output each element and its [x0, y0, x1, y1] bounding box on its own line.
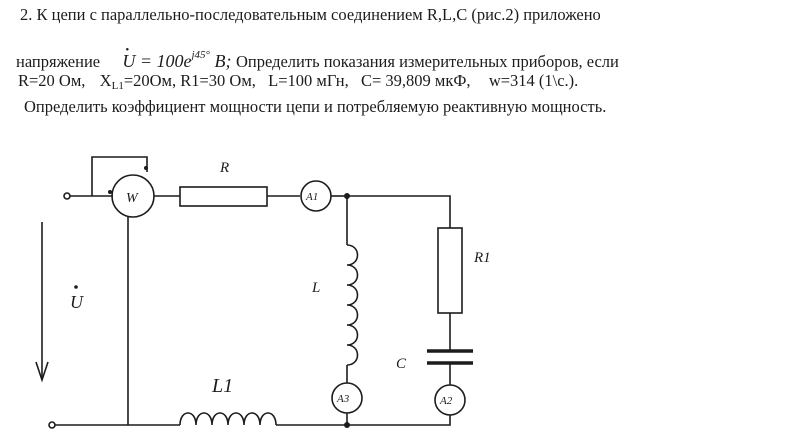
voltage-magnitude: = 100e	[135, 51, 192, 71]
ammeter-a3-label: A3	[336, 393, 350, 405]
given-c: C= 39,809 мкФ,	[361, 71, 471, 90]
given-w: w=314 (1\с.).	[488, 71, 579, 90]
voltage-symbol: U	[122, 39, 135, 72]
wire-a2-to-bottom	[347, 415, 451, 426]
voltage-arrow-dot	[74, 285, 78, 289]
resistor-r-label: R	[219, 160, 229, 176]
task-instruction: Определить показания измерительных прибо…	[235, 52, 619, 71]
problem-line-4: Определить коэффициент мощности цепи и п…	[24, 97, 607, 116]
wattmeter-voltage-loop	[91, 156, 148, 196]
given-xl1-symbol: X	[99, 71, 112, 90]
resistor-r	[179, 186, 268, 207]
capacitor-c-label: C	[396, 356, 407, 372]
inductor-l-label: L	[311, 280, 320, 296]
given-l: L=100 мГн,	[268, 71, 349, 90]
resistor-r1	[437, 227, 463, 314]
voltage-unit: B;	[209, 51, 232, 71]
given-xl1-subscript: L1	[111, 80, 124, 92]
problem-line-1: 2. К цепи с параллельно-последовательным…	[20, 5, 601, 24]
ammeter-a1-label: A1	[305, 191, 318, 203]
ammeter-a2-label: A2	[439, 395, 453, 407]
resistor-r1-label: R1	[473, 250, 491, 266]
voltage-exponent: j45°	[191, 49, 210, 61]
wire-to-r1-branch	[347, 195, 451, 228]
given-r1: R1=30 Ом,	[180, 71, 256, 90]
wattmeter-dot-top	[144, 166, 148, 170]
inductor-l	[346, 244, 359, 366]
wattmeter-label: W	[126, 191, 139, 206]
voltage-arrow-label: U	[70, 292, 84, 312]
problem-line-3: R=20 Ом, XL1=20Ом, R1=30 Ом, L=100 мГн, …	[18, 70, 578, 97]
inductor-l1-label: L1	[211, 375, 233, 397]
problem-line-2: напряжение U = 100ej45° B; Определить по…	[16, 39, 619, 73]
given-r: R=20 Ом,	[18, 71, 86, 90]
voltage-word: напряжение	[16, 52, 101, 71]
input-terminal-bottom	[48, 421, 56, 429]
voltage-formula: U = 100ej45° B;	[122, 39, 236, 72]
given-xl1-value: =20Ом,	[123, 71, 177, 90]
inductor-l1	[179, 412, 277, 426]
input-terminal-top	[63, 192, 71, 200]
wattmeter-dot-left	[108, 190, 112, 194]
voltage-arrow-head	[35, 361, 49, 383]
